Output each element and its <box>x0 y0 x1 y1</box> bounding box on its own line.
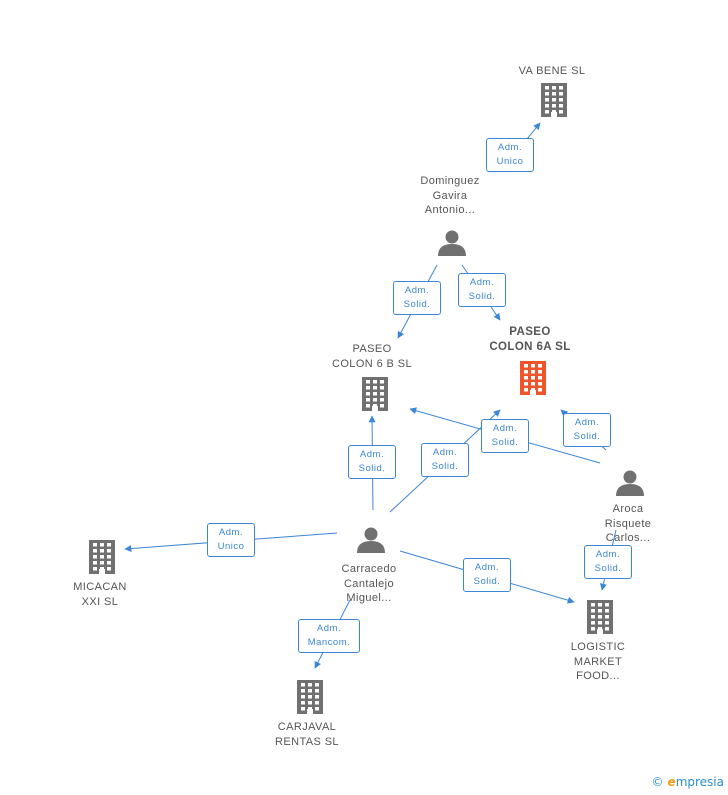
edge-label-carracedo-to-logistic[interactable]: Adm. Solid. <box>463 558 511 592</box>
building-icon[interactable] <box>541 83 567 117</box>
edge-role: Adm. <box>404 285 430 296</box>
edge-role-type: Mancom. <box>307 637 351 648</box>
building-icon[interactable] <box>587 600 613 634</box>
building-icon[interactable] <box>520 361 546 395</box>
building-icon[interactable] <box>362 377 388 411</box>
building-icon[interactable] <box>297 680 323 714</box>
edge-role-type: Solid. <box>403 299 431 310</box>
edge-role-type: Solid. <box>473 576 501 587</box>
edge-label-aroca-to-logistic[interactable]: Adm. Solid. <box>584 545 632 579</box>
edge-role-type: Solid. <box>491 437 519 448</box>
edge-role: Adm. <box>595 549 621 560</box>
node-label-dominguez[interactable]: Dominguez Gavira Antonio... <box>420 175 480 216</box>
edge-role: Adm. <box>316 623 342 634</box>
edge-role-type: Solid. <box>468 291 496 302</box>
edge-role: Adm. <box>497 142 523 153</box>
edge-label-carracedo-to-paseo6b[interactable]: Adm. Solid. <box>348 445 396 479</box>
brand-name: mpresia <box>675 775 724 789</box>
person-icon[interactable] <box>357 527 385 554</box>
empresia-brand: ©empresia <box>652 775 724 789</box>
edge-role-type: Unico <box>496 156 524 167</box>
edge-role: Adm. <box>574 417 600 428</box>
edge-role-type: Solid. <box>573 431 601 442</box>
brand-initial: e <box>667 775 676 789</box>
edge-label-aroca-to-paseo6a[interactable]: Adm. Solid. <box>563 413 611 447</box>
edge-label-carracedo-to-micacan[interactable]: Adm. Unico <box>207 523 255 557</box>
node-label-vabene[interactable]: VA BENE SL <box>518 65 586 77</box>
edge-role: Adm. <box>359 449 385 460</box>
edge-role-type: Solid. <box>358 463 386 474</box>
person-icon[interactable] <box>616 470 644 497</box>
copyright-symbol: © <box>651 775 664 789</box>
edge-label-carracedo-to-paseo6a[interactable]: Adm. Solid. <box>421 443 469 477</box>
node-label-carjaval[interactable]: CARJAVAL RENTAS SL <box>275 721 339 748</box>
person-icon[interactable] <box>438 230 466 257</box>
node-label-carracedo[interactable]: Carracedo Cantalejo Miguel... <box>341 563 397 604</box>
edge-role: Adm. <box>474 562 500 573</box>
node-label-logistic[interactable]: LOGISTIC MARKET FOOD... <box>570 641 626 682</box>
edge-role: Adm. <box>492 423 518 434</box>
edge-label-carracedo-to-carjaval[interactable]: Adm. Mancom. <box>298 619 360 653</box>
edge-label-dominguez-to-paseo6a[interactable]: Adm. Solid. <box>458 273 506 307</box>
node-label-paseo6a[interactable]: PASEO COLON 6A SL <box>489 326 571 353</box>
edge-label-dominguez-to-vabene[interactable]: Adm. Unico <box>486 138 534 172</box>
building-icon[interactable] <box>89 540 115 574</box>
edge-role-type: Unico <box>217 541 245 552</box>
edge-role-type: Solid. <box>431 461 459 472</box>
node-label-micacan[interactable]: MICACAN XXI SL <box>73 581 127 608</box>
edge-role: Adm. <box>469 277 495 288</box>
node-label-aroca[interactable]: Aroca Risquete Carlos... <box>604 503 652 544</box>
edge-label-dominguez-to-paseo6b[interactable]: Adm. Solid. <box>393 281 441 315</box>
node-label-paseo6b[interactable]: PASEO COLON 6 B SL <box>332 343 412 370</box>
edge-role: Adm. <box>432 447 458 458</box>
edge-label-aroca-to-paseo6b[interactable]: Adm. Solid. <box>481 419 529 453</box>
edge-role: Adm. <box>218 527 244 538</box>
edge-role-type: Solid. <box>594 563 622 574</box>
